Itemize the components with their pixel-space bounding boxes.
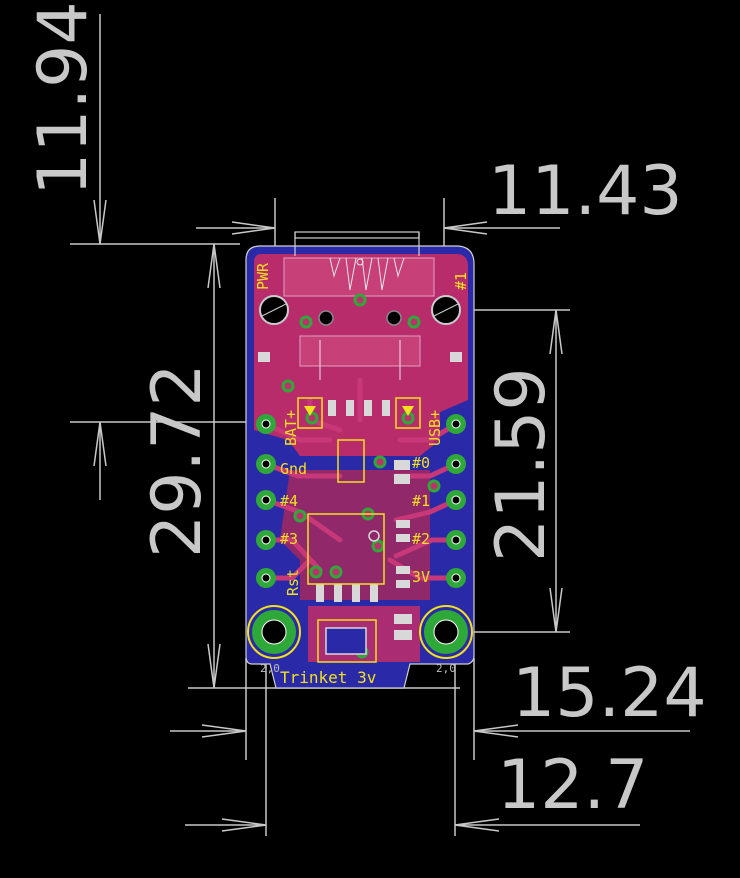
- label-hash0: #0: [412, 454, 430, 472]
- dimension-width-top: 11.43: [488, 152, 683, 231]
- mounting-pad-right: [419, 605, 473, 659]
- dimension-width-inner: 12.7: [497, 746, 648, 825]
- label-3v: 3V: [412, 568, 430, 586]
- label-hash4: #4: [280, 492, 298, 510]
- chip-outlines: [307, 439, 385, 663]
- label-hash1: #1: [412, 492, 430, 510]
- dimension-height-left: 29.72: [138, 363, 217, 558]
- board-name-label: Trinket 3v: [280, 668, 376, 687]
- label-bat: BAT+: [282, 410, 300, 446]
- header-pads-right: [446, 414, 466, 588]
- reset-button: [325, 627, 367, 655]
- dimension-top-offset: 11.94: [24, 1, 103, 196]
- pcb-board: PWR #1 BAT+ USB+ Gnd #0 #4 #1 #3 #2 Rst …: [245, 231, 475, 689]
- diodes: [297, 397, 421, 429]
- label-hole-left: 2,0: [260, 662, 280, 675]
- label-gnd: Gnd: [280, 460, 307, 478]
- dimension-width-outer: 15.24: [512, 654, 707, 733]
- mounting-hole-right: [431, 295, 461, 325]
- label-rst: Rst: [284, 569, 302, 596]
- label-hash2: #2: [412, 530, 430, 548]
- smd-pads: [258, 352, 462, 640]
- label-pwr: PWR: [254, 262, 272, 290]
- chip-pin1-marker: [368, 530, 380, 542]
- label-hole-right: 2,0: [436, 662, 456, 675]
- dimension-height-right: 21.59: [482, 367, 561, 562]
- label-usb: USB+: [426, 410, 444, 446]
- dimension-lines: [70, 14, 690, 836]
- label-hash3: #3: [280, 530, 298, 548]
- mounting-hole-left: [259, 295, 289, 325]
- usb-connector: [283, 231, 435, 380]
- mounting-pad-left: [247, 605, 301, 659]
- header-pads-left: [256, 414, 276, 588]
- label-hash1-top: #1: [452, 272, 470, 290]
